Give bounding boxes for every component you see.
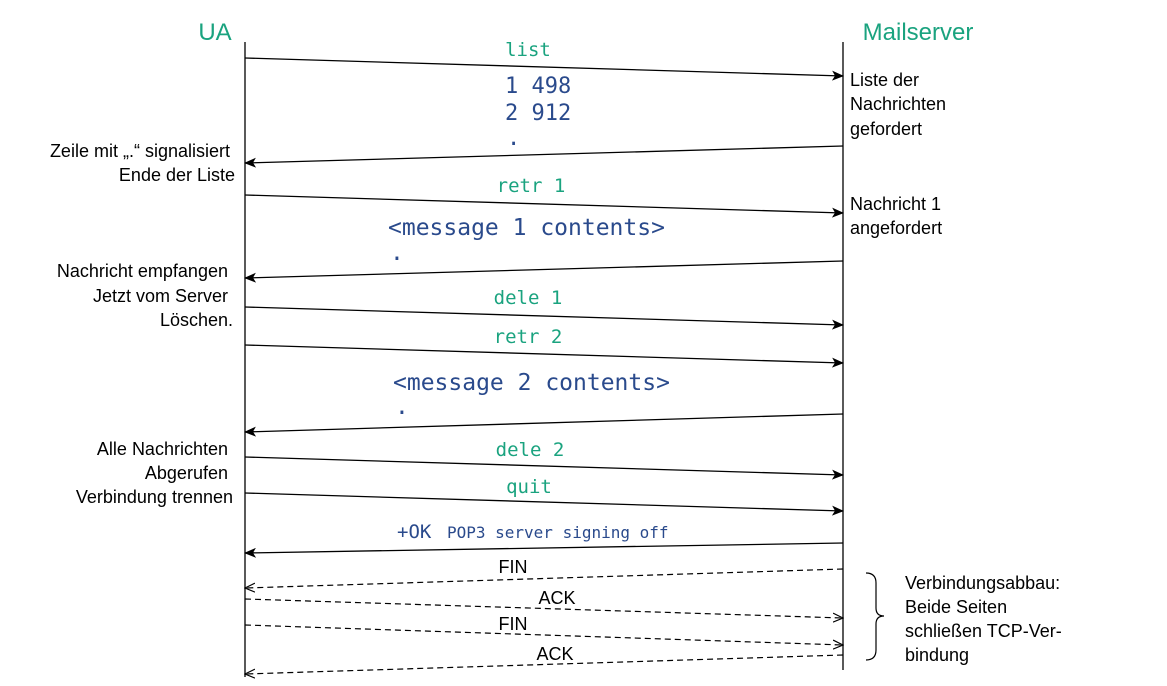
note-teardown: Verbindungsabbau: Beide Seiten schließen… — [905, 573, 1067, 665]
command-quit: quit — [506, 476, 552, 498]
note-server-list: Liste der Nachrichten gefordert — [850, 70, 951, 139]
teardown-brace — [865, 572, 885, 661]
response-list-line-2: 2 912 — [505, 101, 571, 126]
arrow-fin-2 — [244, 624, 843, 645]
arrow-quit — [244, 492, 844, 516]
note-server-list-line-3: gefordert — [850, 119, 922, 139]
arrow-fin-1 — [245, 568, 844, 588]
note-client-all-line-1: Alle Nachrichten — [97, 439, 228, 459]
response-list-line-1: 1 498 — [505, 74, 571, 99]
label-ack-2: ACK — [536, 644, 573, 664]
label-ack-1: ACK — [538, 588, 575, 608]
note-client-received-line-3: Löschen. — [160, 310, 233, 330]
note-teardown-line-3: schließen TCP-Ver- — [905, 621, 1062, 641]
arrow-retr-1 — [244, 194, 844, 218]
response-message-1-terminator: . — [390, 240, 404, 266]
response-message-1: <message 1 contents> — [388, 215, 665, 241]
note-server-list-line-2: Nachrichten — [850, 94, 946, 114]
note-server-retr-line-1: Nachricht 1 — [850, 194, 941, 214]
arrow-dele-1 — [244, 306, 844, 330]
note-client-all: Alle Nachrichten Abgerufen Verbindung tr… — [76, 439, 233, 507]
command-list: list — [505, 39, 551, 61]
response-signoff-text: POP3 server signing off — [447, 523, 669, 542]
command-dele-2: dele 2 — [496, 439, 565, 461]
note-client-received-line-2: Jetzt vom Server — [93, 286, 228, 306]
response-message-2: <message 2 contents> — [393, 370, 670, 396]
note-teardown-line-4: bindung — [905, 645, 969, 665]
response-message-2-terminator: . — [395, 394, 409, 420]
arrow-ok-signoff — [244, 542, 844, 558]
note-client-received: Nachricht empfangen Jetzt vom Server Lös… — [57, 261, 233, 330]
arrow-list — [244, 57, 844, 81]
response-list-terminator: . — [507, 126, 520, 151]
note-server-list-line-1: Liste der — [850, 70, 919, 90]
note-teardown-line-1: Verbindungsabbau: — [905, 573, 1060, 593]
note-client-list-end: Zeile mit „.“ signalisiert Ende der List… — [50, 141, 235, 185]
label-fin-2: FIN — [499, 614, 528, 634]
note-client-all-line-2: Abgerufen — [145, 463, 228, 483]
arrow-list-response — [244, 145, 844, 168]
label-fin-1: FIN — [499, 557, 528, 577]
note-teardown-line-2: Beide Seiten — [905, 597, 1007, 617]
server-entity-label: Mailserver — [863, 19, 974, 46]
note-client-all-line-3: Verbindung trennen — [76, 487, 233, 507]
client-entity-label: UA — [198, 19, 231, 46]
note-client-list-end-line-1: Zeile mit „.“ signalisiert — [50, 141, 230, 161]
arrow-message-1 — [244, 260, 844, 283]
note-client-received-line-1: Nachricht empfangen — [57, 261, 228, 281]
command-retr-1: retr 1 — [497, 175, 566, 197]
note-server-retr-line-2: angefordert — [850, 218, 942, 238]
note-client-list-end-line-2: Ende der Liste — [119, 165, 235, 185]
response-ok-token: +OK — [397, 521, 432, 543]
command-dele-1: dele 1 — [494, 287, 563, 309]
arrow-message-2 — [244, 413, 844, 437]
arrow-retr-2 — [244, 344, 844, 368]
arrow-dele-2 — [244, 456, 844, 480]
command-retr-2: retr 2 — [494, 326, 563, 348]
response-ok-signoff: +OK POP3 server signing off — [397, 521, 669, 543]
note-server-retr: Nachricht 1 angefordert — [850, 194, 946, 238]
